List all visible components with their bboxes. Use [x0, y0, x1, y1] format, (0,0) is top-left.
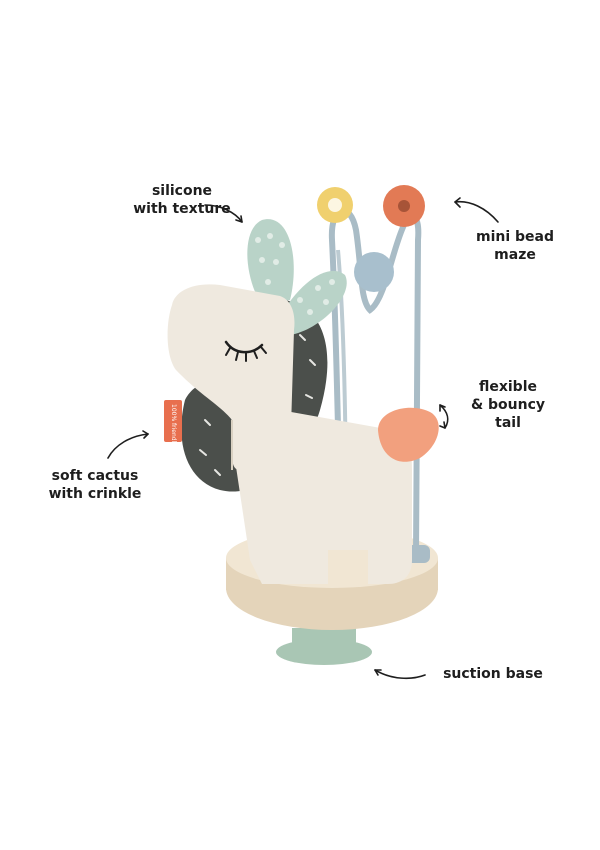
callout-silicone: silicone with texture: [112, 182, 252, 218]
arrow-bead-maze: [454, 200, 499, 223]
bouncy-tail: [378, 407, 439, 462]
bead-blue: [354, 252, 394, 292]
callout-cactus-line1: soft cactus: [51, 468, 139, 484]
eyelashes: [225, 346, 267, 362]
callout-silicone-line2: with texture: [133, 201, 231, 217]
silicone-leaf-right: [278, 270, 347, 335]
arrow-tail: [439, 404, 449, 429]
suction-stem: [292, 628, 356, 652]
callout-tail-line2: & bouncy: [470, 397, 546, 413]
arrow-silicone: [204, 204, 243, 223]
callout-cactus-line2: with crinkle: [48, 486, 142, 502]
callout-bead-maze-line2: maze: [494, 247, 536, 263]
callout-bead-maze: mini bead maze: [450, 228, 580, 264]
callout-cactus: soft cactus with crinkle: [30, 467, 160, 503]
callout-bead-maze-line1: mini bead: [475, 229, 554, 245]
llama-head: [167, 284, 295, 473]
callout-tail: flexible & bouncy tail: [448, 378, 568, 432]
arrow-cactus: [107, 433, 149, 459]
leaf-texture-dots: [255, 233, 335, 315]
callout-arrows: [107, 197, 499, 680]
tag-text: 100% friendly: [170, 404, 177, 446]
arrow-suction: [374, 669, 426, 680]
callout-silicone-line1: silicone: [151, 183, 213, 199]
cactus-stitches: [199, 334, 316, 476]
callout-tail-line1: flexible: [478, 379, 538, 395]
callout-suction-line1: suction base: [443, 666, 543, 682]
llama-eye: [224, 340, 264, 354]
callout-suction: suction base: [428, 665, 558, 683]
callout-tail-line3: tail: [495, 415, 521, 431]
fabric-tag: [164, 400, 182, 442]
